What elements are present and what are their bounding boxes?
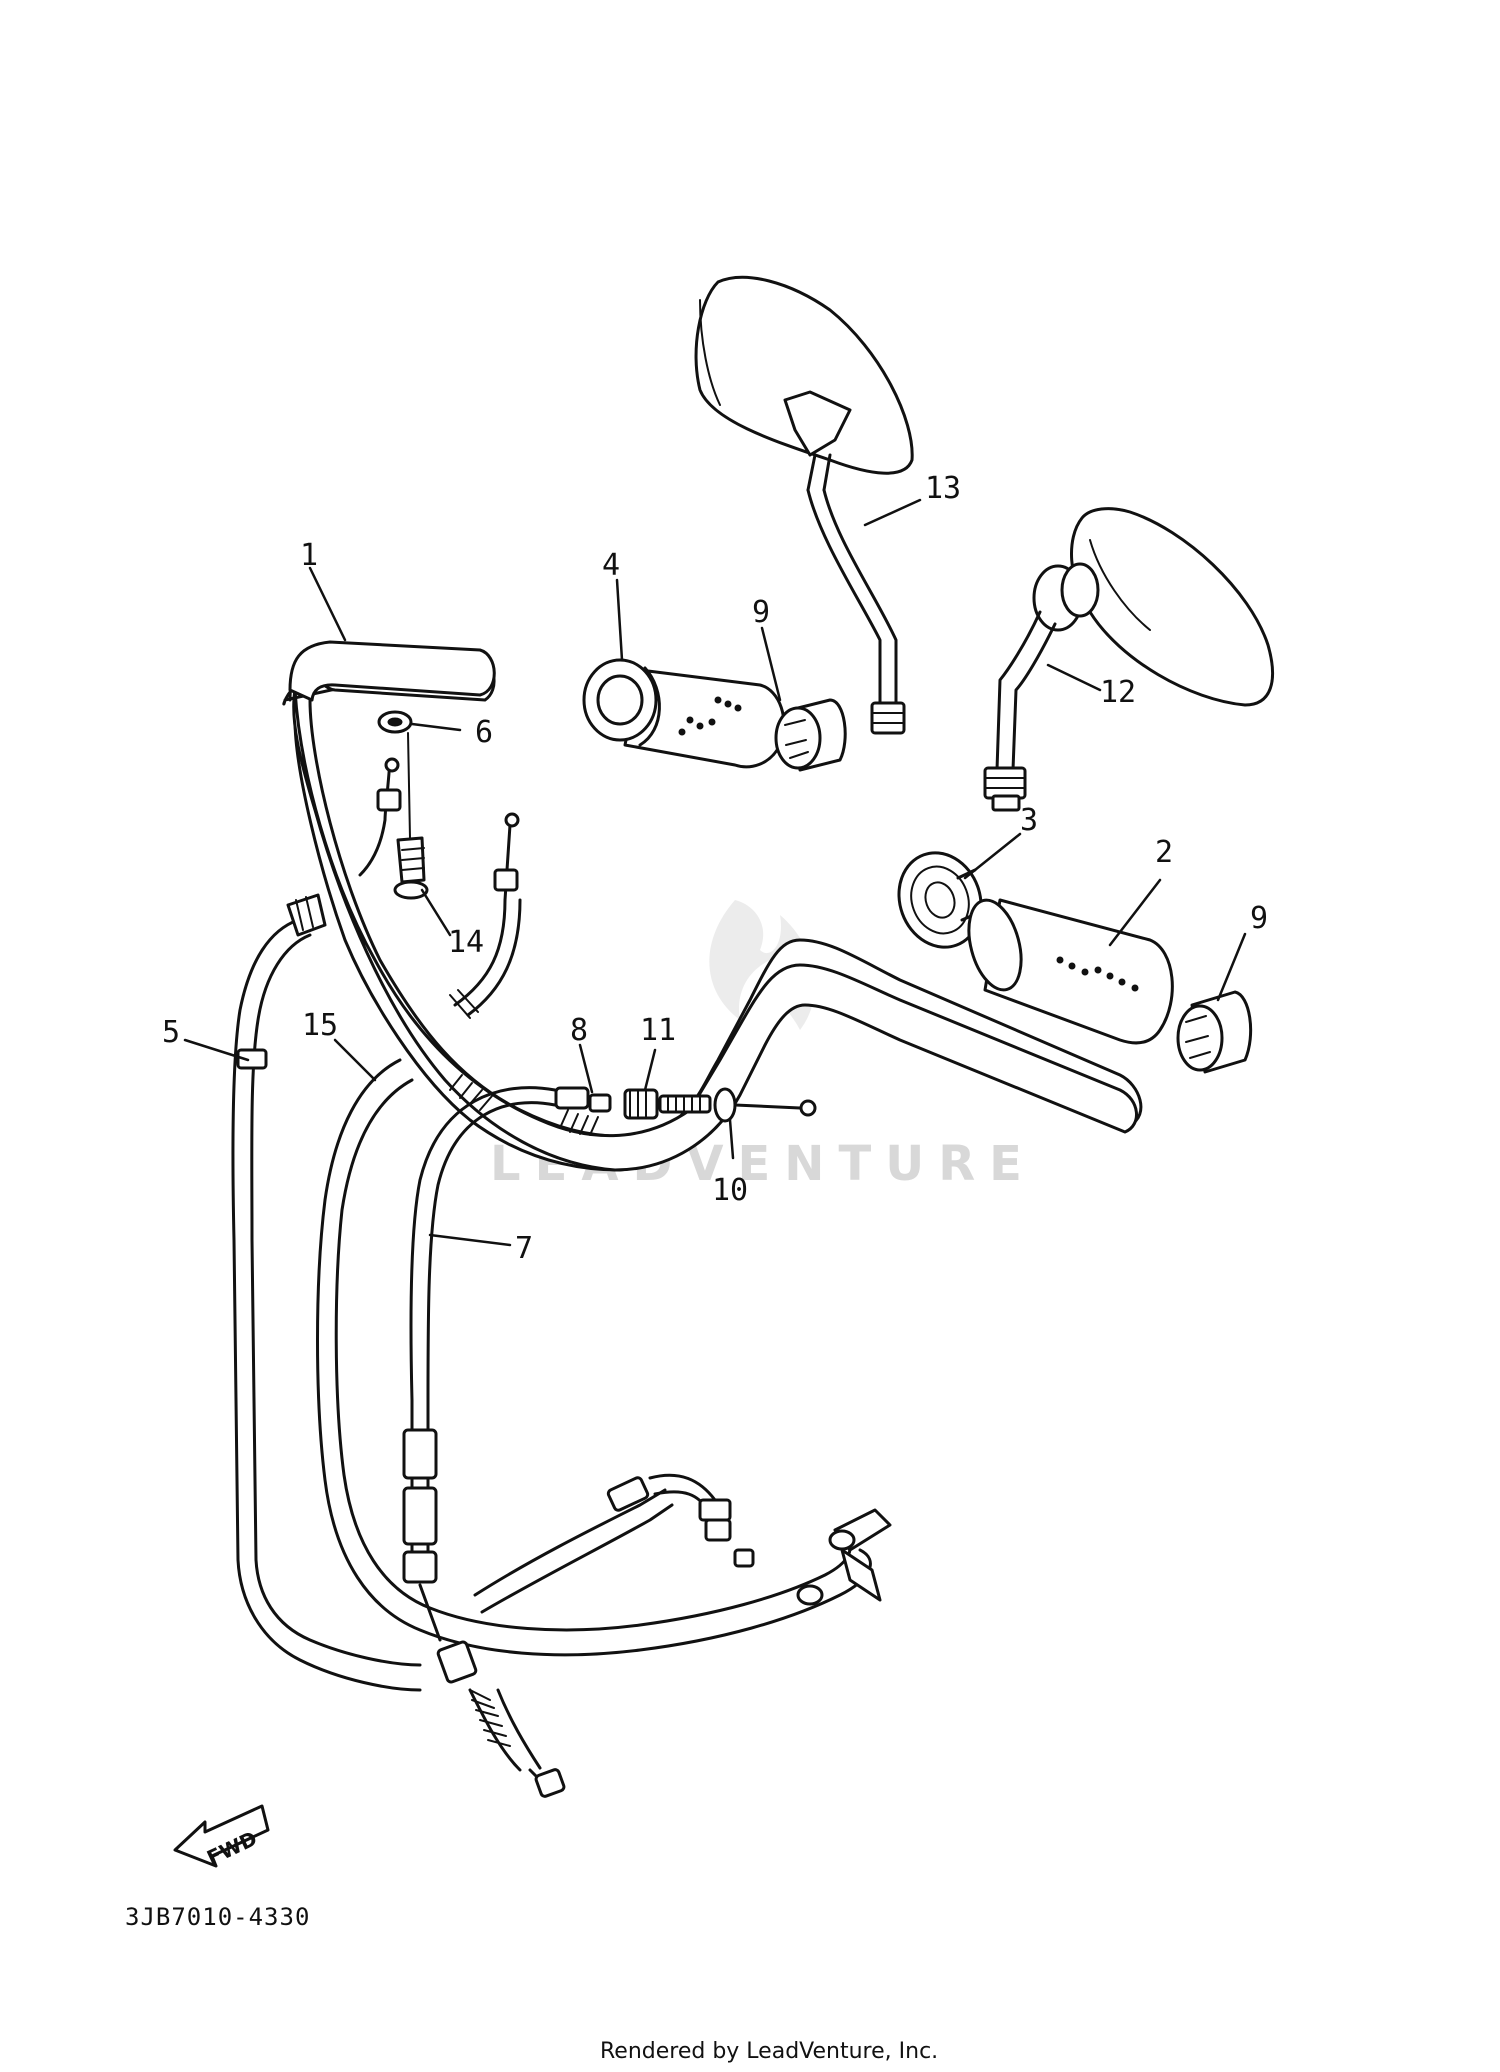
callout-1: 1 bbox=[300, 538, 318, 573]
throttle-cable-part bbox=[402, 1086, 817, 1584]
callouts: 1 2 3 4 5 6 7 8 9 9 10 11 12 13 14 15 bbox=[162, 471, 1268, 1266]
cable-spring-part bbox=[418, 1583, 566, 1798]
forward-direction-arrow-icon: FWD bbox=[173, 1804, 270, 1870]
footer-credit: Rendered by LeadVenture, Inc. bbox=[600, 2039, 938, 2064]
hose-part bbox=[231, 893, 422, 1692]
callout-9: 9 bbox=[752, 595, 770, 630]
callout-11: 11 bbox=[640, 1013, 676, 1048]
callout-13: 13 bbox=[925, 471, 961, 506]
handlebar-knurl bbox=[449, 1074, 599, 1136]
handlebar-part bbox=[282, 640, 1143, 1172]
mirror-right-part bbox=[983, 507, 1275, 812]
callout-14: 14 bbox=[448, 925, 484, 960]
callout-3: 3 bbox=[1020, 803, 1038, 838]
bar-end-upper-part bbox=[774, 698, 847, 772]
clamp-part bbox=[377, 710, 429, 900]
callout-15: 15 bbox=[302, 1008, 338, 1043]
callout-9-lower: 9 bbox=[1250, 901, 1268, 936]
callout-4: 4 bbox=[602, 548, 620, 583]
throttle-grip-part bbox=[582, 658, 786, 769]
switch-cable-part bbox=[358, 757, 522, 1019]
leader-lines bbox=[183, 498, 1247, 1247]
grip-plate-part bbox=[897, 851, 983, 949]
callout-7: 7 bbox=[515, 1231, 533, 1266]
callout-10: 10 bbox=[712, 1173, 748, 1208]
callout-12: 12 bbox=[1100, 675, 1136, 710]
mirror-left-part bbox=[694, 275, 914, 735]
callout-2: 2 bbox=[1155, 835, 1173, 870]
lower-cable-part bbox=[473, 1473, 755, 1614]
callout-8: 8 bbox=[570, 1013, 588, 1048]
diagram-reference-code: 3JB7010-4330 bbox=[125, 1903, 310, 1931]
handlebar-grip-part bbox=[967, 898, 1174, 1045]
callout-5: 5 bbox=[162, 1015, 180, 1050]
bar-end-lower-part bbox=[1176, 990, 1253, 1074]
clutch-cable-part bbox=[316, 1058, 892, 1657]
callout-6: 6 bbox=[475, 715, 493, 750]
